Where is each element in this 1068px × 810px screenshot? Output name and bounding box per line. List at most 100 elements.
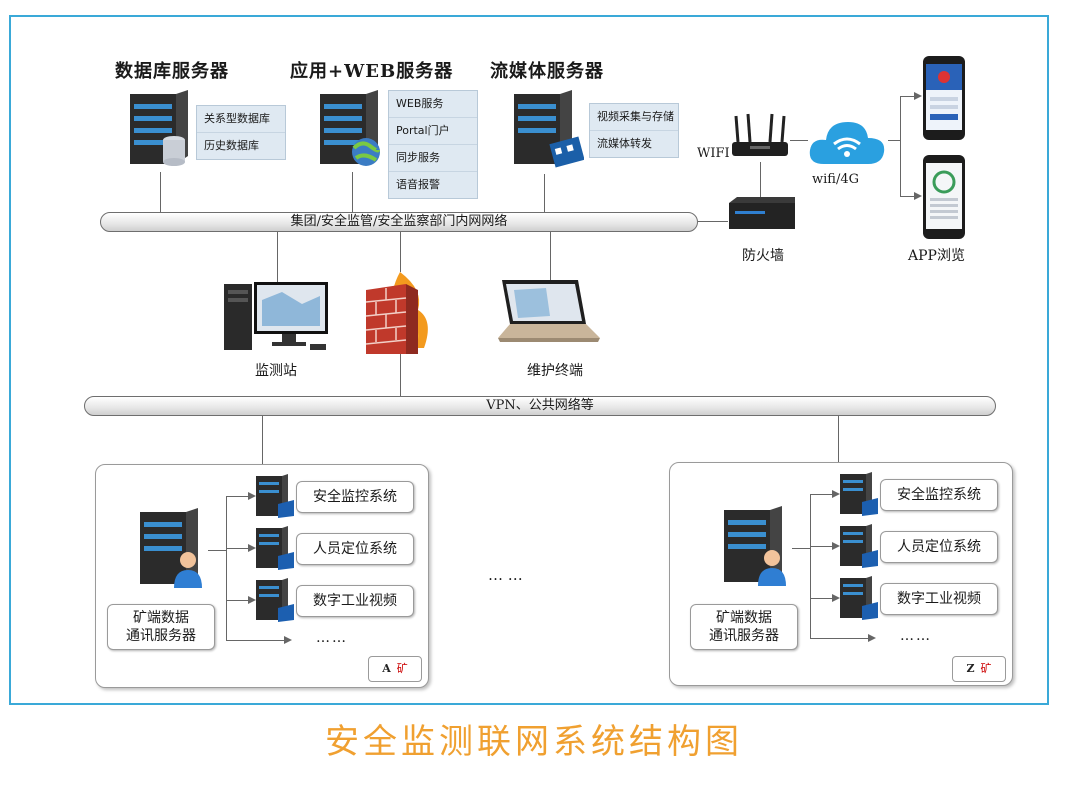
wifi-label: WIFI [697, 146, 730, 161]
web-item-sync: 同步服务 [389, 145, 477, 172]
wifi4g-label: wifi/4G [812, 172, 859, 187]
media-connector [544, 174, 545, 212]
mine-z-branch-vertical [810, 494, 811, 638]
mine-z-system-server-1-icon [840, 472, 878, 516]
firewall-wall-icon [365, 272, 428, 354]
router-cloud-connector [790, 140, 808, 141]
pipe-firewall-connector [698, 221, 728, 222]
mine-a-branch-1 [226, 496, 250, 497]
mine-a-system-server-3-icon [256, 578, 294, 622]
vpn-pipe: VPN、公共网络等 [84, 396, 996, 416]
media-server-icon [514, 90, 584, 168]
phone-branch-top [900, 96, 916, 97]
arrow-phone-bottom [914, 192, 922, 200]
diagram-frame [9, 15, 1049, 705]
web-item-portal: Portal门户 [389, 118, 477, 145]
diagram-title: 安全监测联网系统结构图 [325, 722, 743, 762]
mine-z-branch-3 [810, 598, 834, 599]
mine-a-more: …… [316, 630, 348, 646]
db-items-list: 关系型数据库 历史数据库 [196, 105, 286, 160]
mine-z-branch-2 [810, 546, 834, 547]
phone-login-icon [923, 56, 965, 140]
mines-ellipsis: … … [488, 566, 523, 584]
mine-a-branch-3 [226, 600, 250, 601]
mine-z-arrow-2 [832, 542, 840, 550]
station-connector [277, 232, 278, 282]
db-item-history: 历史数据库 [204, 139, 259, 152]
media-items-list: 视频采集与存储 流媒体转发 [589, 103, 679, 158]
firewall-bottom-connector [400, 354, 401, 396]
mine-z-system-1: 安全监控系统 [880, 479, 998, 511]
db-server-icon [130, 90, 188, 166]
mine-a-server-label: 矿端数据 通讯服务器 [107, 604, 215, 650]
app-label: APP浏览 [908, 248, 965, 264]
terminal-label: 维护终端 [527, 363, 583, 379]
mine-a-branch-4 [226, 640, 286, 641]
phone-branch-bottom [900, 196, 916, 197]
maintenance-laptop-icon [498, 280, 600, 342]
mine-a-arrow-3 [248, 596, 256, 604]
router-icon [732, 113, 788, 156]
firewall-label: 防火墙 [742, 248, 784, 264]
mine-z-tag-letter: Z [966, 662, 975, 675]
mine-z-system-3: 数字工业视频 [880, 583, 998, 615]
mine-a-tag-text: 矿 [396, 662, 408, 675]
firewall-device-icon [729, 197, 795, 229]
mine-z-branch-4 [810, 638, 870, 639]
media-item-capture: 视频采集与存储 [590, 104, 678, 131]
mine-z-arrow-3 [832, 594, 840, 602]
mine-z-system-server-2-icon [840, 524, 878, 568]
terminal-connector [550, 232, 551, 282]
arrow-phone-top [914, 92, 922, 100]
db-item-relational: 关系型数据库 [197, 106, 285, 133]
mine-z-more: …… [900, 628, 932, 644]
db-connector [160, 172, 161, 212]
mine-z-system-2: 人员定位系统 [880, 531, 998, 563]
mine-a-arrow-1 [248, 492, 256, 500]
mine-z-tag-text: 矿 [980, 662, 992, 675]
phone-branch-vertical [900, 96, 901, 196]
mine-a-connector [262, 416, 263, 464]
mine-a-arrow-2 [248, 544, 256, 552]
mine-a-system-3: 数字工业视频 [296, 585, 414, 617]
web-item-alarm: 语音报警 [396, 178, 440, 191]
cloud-wifi-icon [809, 122, 885, 164]
mine-z-server-label: 矿端数据 通讯服务器 [690, 604, 798, 650]
router-firewall-connector [760, 162, 761, 197]
vpn-label: VPN、公共网络等 [486, 398, 594, 413]
station-label: 监测站 [255, 363, 297, 379]
mine-a-server-icon [140, 508, 202, 588]
mine-z-arrow-4 [868, 634, 876, 642]
monitoring-station-icon [224, 282, 328, 350]
mine-a-system-server-1-icon [256, 474, 294, 518]
intranet-pipe: 集团/安全监管/安全监察部门内网网络 [100, 212, 698, 232]
intranet-label: 集团/安全监管/安全监察部门内网网络 [290, 214, 508, 229]
media-server-title: 流媒体服务器 [490, 61, 604, 82]
phone-dashboard-icon [923, 155, 965, 239]
mine-a-tag-letter: A [382, 662, 391, 675]
mine-a-branch-2 [226, 548, 250, 549]
web-item-web: WEB服务 [389, 91, 477, 118]
mine-a-branch-stub [208, 550, 226, 551]
web-server-icon [320, 90, 380, 166]
mine-a-branch-vertical [226, 496, 227, 640]
firewall-top-connector [400, 232, 401, 272]
web-items-list: WEB服务 Portal门户 同步服务 语音报警 [388, 90, 478, 199]
cloud-branch [888, 140, 900, 141]
media-item-forward: 流媒体转发 [597, 137, 652, 150]
mine-z-connector [838, 416, 839, 464]
mine-z-branch-stub [792, 548, 810, 549]
mine-z-arrow-1 [832, 490, 840, 498]
mine-z-branch-1 [810, 494, 834, 495]
mine-a-system-2: 人员定位系统 [296, 533, 414, 565]
web-connector [352, 172, 353, 212]
mine-a-system-server-2-icon [256, 526, 294, 570]
mine-a-arrow-4 [284, 636, 292, 644]
web-server-title: 应用+WEB服务器 [290, 61, 454, 82]
mine-z-system-server-3-icon [840, 576, 878, 620]
mine-a-system-1: 安全监控系统 [296, 481, 414, 513]
db-server-title: 数据库服务器 [115, 61, 229, 82]
mine-z-server-icon [724, 506, 786, 586]
